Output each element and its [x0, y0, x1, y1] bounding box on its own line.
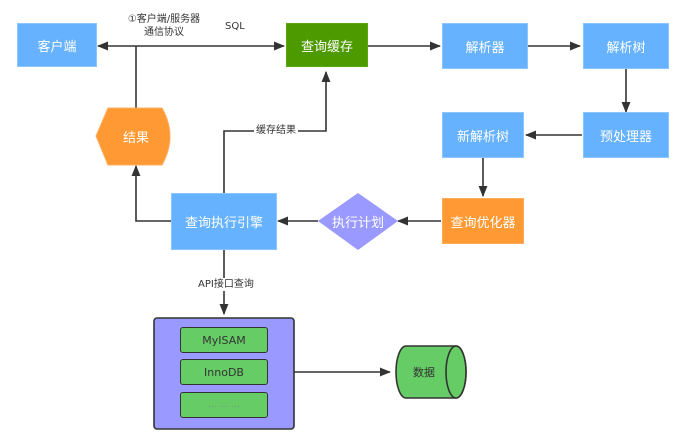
client-node[interactable]: 客户端	[17, 23, 97, 67]
new-parse-tree-node[interactable]: 新解析树	[442, 112, 524, 158]
query-cache-node[interactable]: 查询缓存	[286, 23, 368, 67]
query-execution-engine-node[interactable]: 查询执行引擎	[171, 193, 277, 250]
result-label[interactable]: 结果	[122, 131, 149, 146]
storage-engine-myisam[interactable]: MyISAM	[180, 327, 268, 353]
parser-node[interactable]: 解析器	[442, 23, 528, 69]
storage-engine-innodb[interactable]: InnoDB	[180, 359, 268, 385]
data-cylinder	[395, 345, 467, 399]
protocol-label-line2: 通信协议	[144, 27, 184, 38]
data-label: 数据	[413, 366, 435, 379]
preprocessor-node[interactable]: 预处理器	[583, 112, 669, 158]
protocol-label-line1: ①客户端/服务器	[127, 14, 201, 25]
result-node-shape	[95, 107, 171, 166]
parse-tree-node[interactable]: 解析树	[583, 23, 669, 69]
edge-engine-result	[131, 164, 171, 222]
cache-result-label: 缓存结果	[254, 124, 298, 137]
storage-engine-others[interactable]: ... ... ...	[180, 392, 268, 418]
api-query-label: API接口查询	[196, 278, 256, 291]
query-optimizer-node[interactable]: 查询优化器	[442, 198, 524, 244]
protocol-label: ①客户端/服务器 通信协议	[109, 13, 219, 39]
execution-plan-label[interactable]: 执行计划	[331, 216, 384, 231]
execution-plan-shape	[318, 193, 398, 250]
sql-label: SQL	[225, 21, 245, 32]
